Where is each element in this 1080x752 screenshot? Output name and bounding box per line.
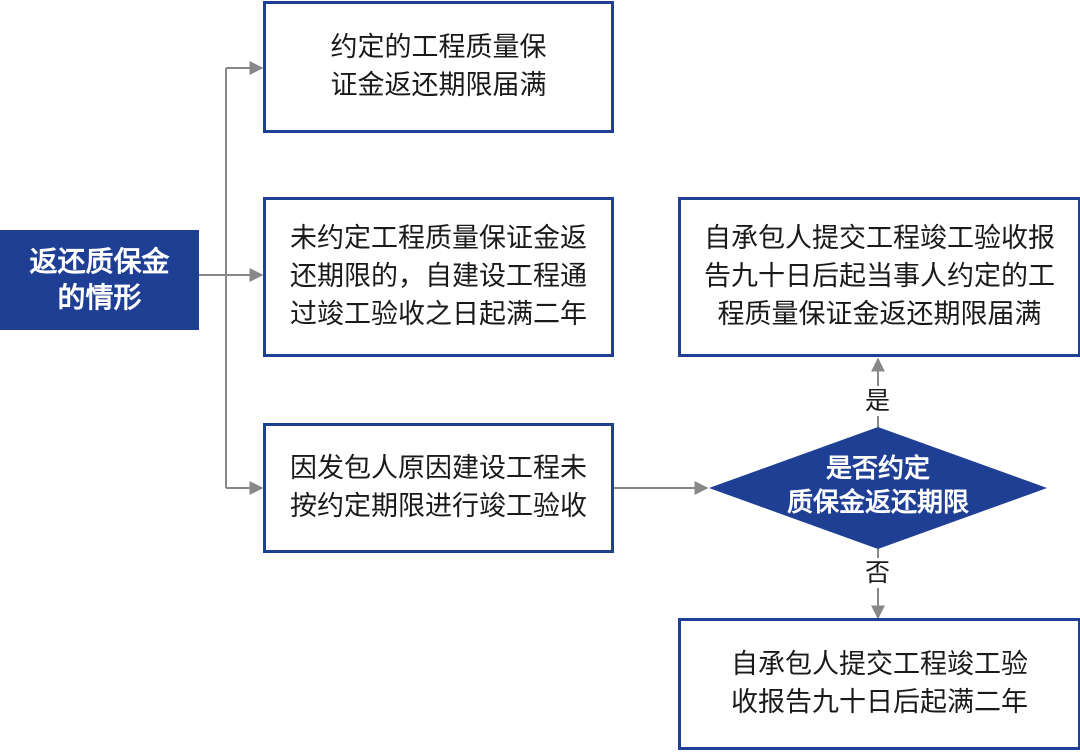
yes-result-line1: 自承包人提交工程竣工验收报 [704,223,1055,254]
case1-line2: 证金返还期限届满 [330,70,547,101]
yes-edge-label: 是 [862,386,894,416]
case3-line1: 因发包人原因建设工程未 [290,453,587,484]
case2-line2: 还期限的，自建设工程通 [290,261,587,292]
root-node: 返还质保金 的情形 [0,230,199,330]
yes-result-line2: 告九十日后起当事人约定的工 [704,261,1055,292]
decision-line2: 质保金返还期限 [786,488,969,518]
decision-diamond [709,427,1047,549]
no-result-line2: 收报告九十日后起满二年 [731,687,1028,718]
case2-line3: 过竣工验收之日起满二年 [290,299,587,330]
decision-line1: 是否约定 [825,454,930,484]
case-agreed-period: 约定的工程质量保 证金返还期限届满 [263,1,614,133]
root-label-line2: 的情形 [57,281,142,314]
no-edge-label: 否 [862,558,894,588]
case-no-agreed-period: 未约定工程质量保证金返 还期限的，自建设工程通 过竣工验收之日起满二年 [263,197,614,357]
case-employer-delay: 因发包人原因建设工程未 按约定期限进行竣工验收 [263,423,614,553]
root-label-line1: 返还质保金 [29,245,170,278]
decision-label: 是否约定 质保金返还期限 [758,452,998,520]
case1-line1: 约定的工程质量保 [330,32,547,63]
yes-result-line3: 程质量保证金返还期限届满 [717,299,1042,330]
case2-line1: 未约定工程质量保证金返 [290,223,587,254]
no-result-line1: 自承包人提交工程竣工验 [731,649,1028,680]
no-result-node: 自承包人提交工程竣工验 收报告九十日后起满二年 [678,618,1080,750]
yes-result-node: 自承包人提交工程竣工验收报 告九十日后起当事人约定的工 程质量保证金返还期限届满 [678,197,1080,357]
case3-line2: 按约定期限进行竣工验收 [290,491,587,522]
